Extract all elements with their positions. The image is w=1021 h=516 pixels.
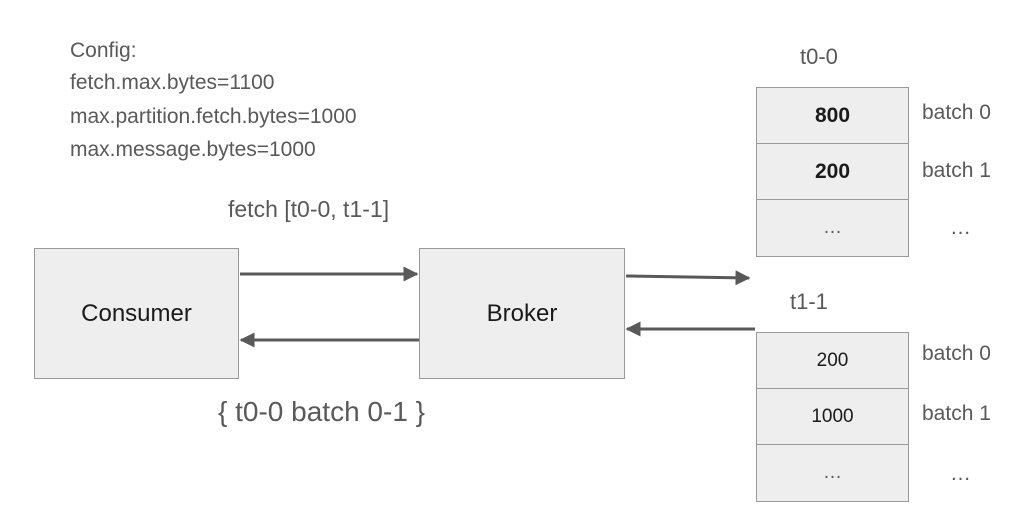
partition-t0-0-batch-more-label: … <box>950 216 971 239</box>
partition-t1-1-batch-0-size: 200 <box>757 333 908 389</box>
partition-t1-1-batch-more-label: … <box>950 462 971 485</box>
partition-t0-0-title: t0-0 <box>800 44 838 69</box>
partition-t0-0-more: … <box>823 217 842 238</box>
partition-t1-1-title: t1-1 <box>790 289 828 314</box>
config-fetch-max-bytes: fetch.max.bytes=1100 <box>70 71 275 94</box>
consumer-label: Consumer <box>81 299 192 327</box>
partition-t0-0-batch-1-size: 200 <box>757 144 908 200</box>
partition-t0-0-stack: 800 200 … <box>756 87 909 257</box>
partition-t1-1-stack: 200 1000 … <box>756 332 909 502</box>
fetch-response-label: { t0-0 batch 0-1 } <box>218 396 426 427</box>
partition-t0-0-batch-0-size: 800 <box>757 88 908 144</box>
config-max-partition-fetch-bytes: max.partition.fetch.bytes=1000 <box>70 105 357 128</box>
partition-t1-1-batch-1-label: batch 1 <box>922 402 991 425</box>
partition-t0-0-batch-1-label: batch 1 <box>922 159 991 182</box>
partition-t1-1-more: … <box>823 462 842 483</box>
broker-label: Broker <box>486 299 558 327</box>
config-max-message-bytes: max.message.bytes=1000 <box>70 138 316 161</box>
consumer-box: Consumer <box>34 248 239 379</box>
partition-t1-1-batch-1-size: 1000 <box>757 389 908 445</box>
partition-t0-0-batch-0-label: batch 0 <box>922 101 991 124</box>
partition-t1-1-batch-0-label: batch 0 <box>922 342 991 365</box>
fetch-request-label: fetch [t0-0, t1-1] <box>228 196 390 222</box>
broker-box: Broker <box>419 248 625 379</box>
config-title: Config: <box>70 39 137 62</box>
broker-to-t0-0-arrow <box>625 270 751 286</box>
